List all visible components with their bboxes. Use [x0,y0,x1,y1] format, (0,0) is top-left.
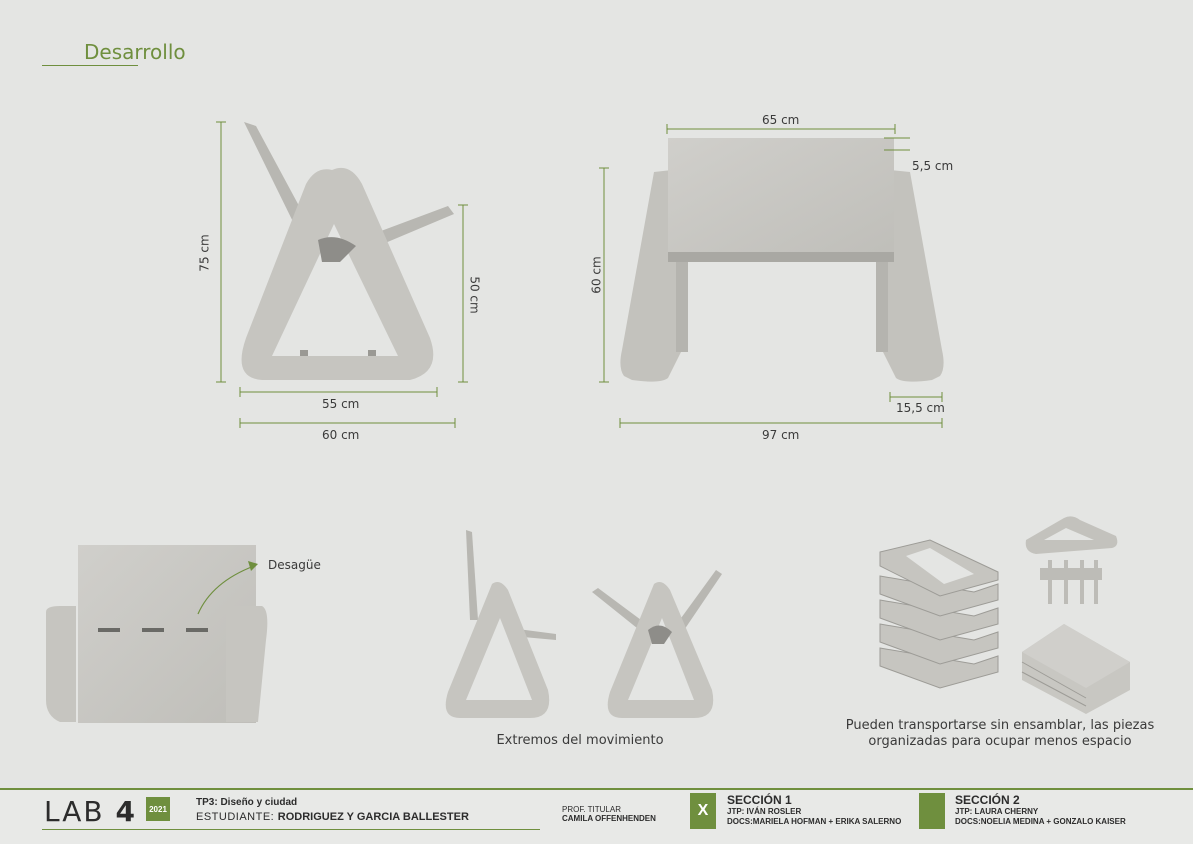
dim-front-side-width: 15,5 cm [896,401,945,415]
seat-panel [668,138,894,260]
section2-title: SECCIÓN 2 [955,793,1020,807]
dim-front-total-width: 97 cm [762,428,800,442]
dim-front-height: 60 cm [589,256,604,294]
professor-name: CAMILA OFFENHENDEN [562,814,656,823]
dim-side-inner-width: 55 cm [322,397,360,411]
student-names: RODRIGUEZ Y GARCIA BALLESTER [277,811,469,823]
course-logo-text: LAB [44,795,105,828]
section2-jtp: JTP: LAURA CHERNY [955,807,1039,816]
right-side-panel [882,170,944,382]
front-view-drawing [620,138,944,382]
left-side-panel [620,170,682,382]
tp-label: TP3: Diseño y ciudad [196,797,298,808]
side-view-drawing [241,122,454,380]
dim-side-width: 60 cm [322,428,360,442]
side-dimension-lines [216,121,468,428]
movement-drawing-b [592,570,722,718]
student-label: ESTUDIANTE: [196,811,275,823]
top-view-drawing [46,545,268,723]
dim-side-seat-height: 50 cm [467,276,482,314]
section2-block: SECCIÓN 2 JTP: LAURA CHERNY DOCS:NOELIA … [955,794,1126,827]
dim-side-height: 75 cm [197,234,212,272]
professor-label: PROF. TITULAR [562,805,621,814]
movement-caption: Extremos del movimiento [496,733,664,748]
stacked-frames-drawing [879,516,1130,714]
drain-label: Desagüe [268,558,321,572]
section1-selected-mark: X [690,793,716,829]
transport-caption-line1: Pueden transportarse sin ensamblar, las … [845,718,1155,733]
drain-arrow [197,565,255,615]
backrest-blade [244,122,312,236]
course-logo: LAB 4 [44,795,137,828]
transport-caption-line2: organizadas para ocupar menos espacio [868,734,1132,749]
footer-divider [0,788,1193,790]
section1-block: SECCIÓN 1 JTP: IVÁN ROSLER DOCS:MARIELA … [727,794,901,827]
movement-drawing-a [445,530,556,718]
footer-underline [42,829,540,830]
section1-title: SECCIÓN 1 [727,793,792,807]
course-logo-number: 4 [115,795,137,828]
footer [0,788,1193,844]
page-title: Desarrollo [84,40,186,64]
dim-front-seat-width: 65 cm [762,113,800,127]
small-parts [1040,560,1102,604]
front-dimension-lines [599,124,943,428]
section1-jtp: JTP: IVÁN ROSLER [727,807,802,816]
year-badge: 2021 [146,797,170,821]
section1-docs: DOCS:MARIELA HOFMAN + ERIKA SALERNO [727,817,902,826]
section2-mark [919,793,945,829]
section2-docs: DOCS:NOELIA MEDINA + GONZALO KAISER [955,817,1126,826]
title-underline [42,65,138,66]
student-line: ESTUDIANTE: RODRIGUEZ Y GARCIA BALLESTER [196,811,469,823]
triangle-opening [272,224,398,356]
dim-front-seat-thickness: 5,5 cm [912,159,954,173]
professor-block: PROF. TITULAR CAMILA OFFENHENDEN [562,805,656,823]
